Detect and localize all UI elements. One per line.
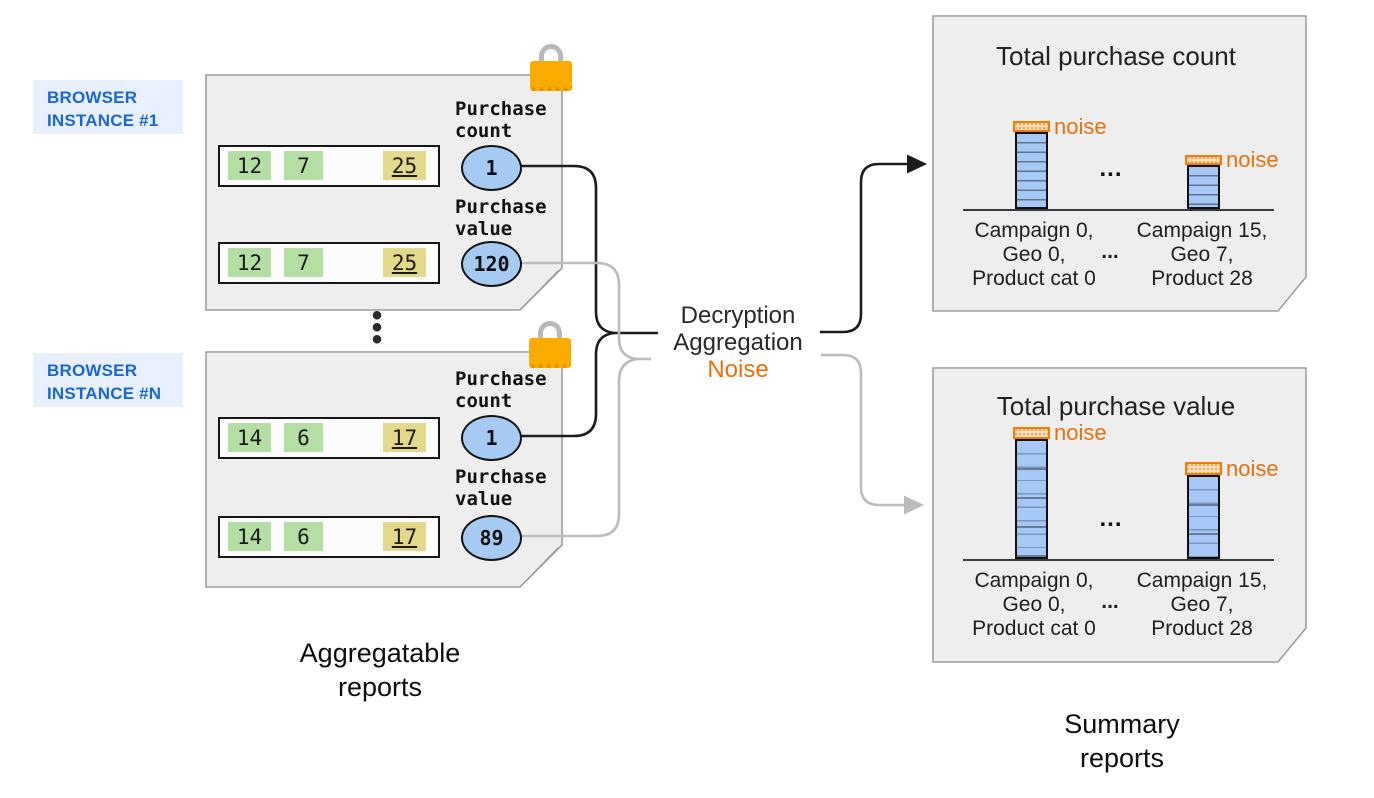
bars-ellipsis: ... <box>1099 155 1123 182</box>
bucket-value-highlight: 25 <box>383 151 426 180</box>
histogram-contribution-row: 12 7 25 <box>218 242 440 284</box>
noise-cap <box>1013 427 1050 439</box>
summary-report-panel-count <box>932 15 1307 312</box>
summary-reports-caption: Summary reports <box>1064 709 1180 773</box>
process-step: Aggregation <box>673 329 803 356</box>
purchase-value-pill: 120 <box>461 241 522 287</box>
lock-icon <box>529 44 573 91</box>
noise-label: noise <box>1226 455 1279 481</box>
x-category-label: Campaign 0, Geo 0, Product cat 0 <box>972 219 1096 290</box>
purchase-count-label: Purchase count <box>455 98 547 142</box>
noise-cap <box>1013 121 1050 132</box>
noise-cap <box>1185 155 1222 165</box>
bar-chart-value: noise noise ... <box>963 399 1279 561</box>
badge-line: INSTANCE #N <box>47 384 162 403</box>
value-connector-lines <box>515 261 906 538</box>
folded-corner-line <box>523 547 559 584</box>
folded-corner-line <box>523 270 559 307</box>
chart-title: Total purchase count <box>996 41 1236 71</box>
bucket-value: 6 <box>284 423 323 452</box>
process-step: Decryption <box>680 302 796 329</box>
purchase-count-pill: 1 <box>461 145 522 191</box>
histogram-contribution-row: 12 7 25 <box>218 145 440 187</box>
browser-instance-1-badge: BROWSER INSTANCE #1 <box>33 80 183 134</box>
black-arrowhead-icon <box>907 154 927 174</box>
noise-cap <box>1185 462 1222 475</box>
purchase-value-label: Purchase value <box>455 196 547 240</box>
bucket-value: 14 <box>228 522 271 551</box>
purchase-count-label: Purchase count <box>455 368 547 412</box>
categories-ellipsis: ... <box>1101 590 1119 613</box>
bar-campaign15 <box>1187 475 1220 559</box>
purchase-value-label: Purchase value <box>455 466 547 510</box>
bucket-value: 7 <box>284 151 323 180</box>
bucket-value: 12 <box>228 248 271 277</box>
bar-campaign0 <box>1015 439 1048 559</box>
histogram-contribution-row: 14 6 17 <box>218 516 440 558</box>
lock-shackle <box>539 44 563 63</box>
lock-body <box>530 61 572 91</box>
badge-line: BROWSER <box>47 361 138 380</box>
bar-chart-count: noise noise ... <box>963 49 1279 211</box>
bucket-value-highlight: 17 <box>383 522 426 551</box>
browser-instance-n-badge: BROWSER INSTANCE #N <box>33 353 183 407</box>
more-instances-ellipsis: • • • <box>371 299 383 356</box>
count-connector-lines <box>515 162 909 438</box>
bucket-value-highlight: 25 <box>383 248 426 277</box>
chart-title: Total purchase value <box>996 391 1236 421</box>
badge-line: INSTANCE #1 <box>47 111 159 130</box>
purchase-value-pill: 89 <box>461 515 522 561</box>
purchase-count-pill: 1 <box>461 415 522 461</box>
process-step-noise: Noise <box>707 356 769 383</box>
aggregation-process-label: Decryption Aggregation Noise <box>645 302 831 383</box>
lock-icon <box>528 321 572 368</box>
lock-shackle <box>538 321 562 340</box>
bar-campaign0 <box>1015 132 1048 209</box>
gray-arrowhead-icon <box>904 495 924 515</box>
bar-campaign15 <box>1187 165 1220 209</box>
x-category-label: Campaign 0, Geo 0, Product cat 0 <box>972 569 1096 640</box>
categories-ellipsis: ... <box>1101 240 1119 263</box>
bucket-value-highlight: 17 <box>383 423 426 452</box>
noise-label: noise <box>1226 147 1279 172</box>
bucket-value: 14 <box>228 423 271 452</box>
histogram-contribution-row: 14 6 17 <box>218 417 440 459</box>
bucket-value: 7 <box>284 248 323 277</box>
x-category-label: Campaign 15, Geo 7, Product 28 <box>1136 219 1268 290</box>
badge-line: BROWSER <box>47 88 138 107</box>
aggregatable-reports-caption: Aggregatable reports <box>299 638 461 702</box>
bucket-value: 12 <box>228 151 271 180</box>
noise-label: noise <box>1054 420 1107 445</box>
bucket-value: 6 <box>284 522 323 551</box>
noise-label: noise <box>1054 113 1107 139</box>
x-category-label: Campaign 15, Geo 7, Product 28 <box>1136 569 1268 640</box>
bars-ellipsis: ... <box>1099 505 1123 532</box>
lock-body <box>529 338 571 368</box>
